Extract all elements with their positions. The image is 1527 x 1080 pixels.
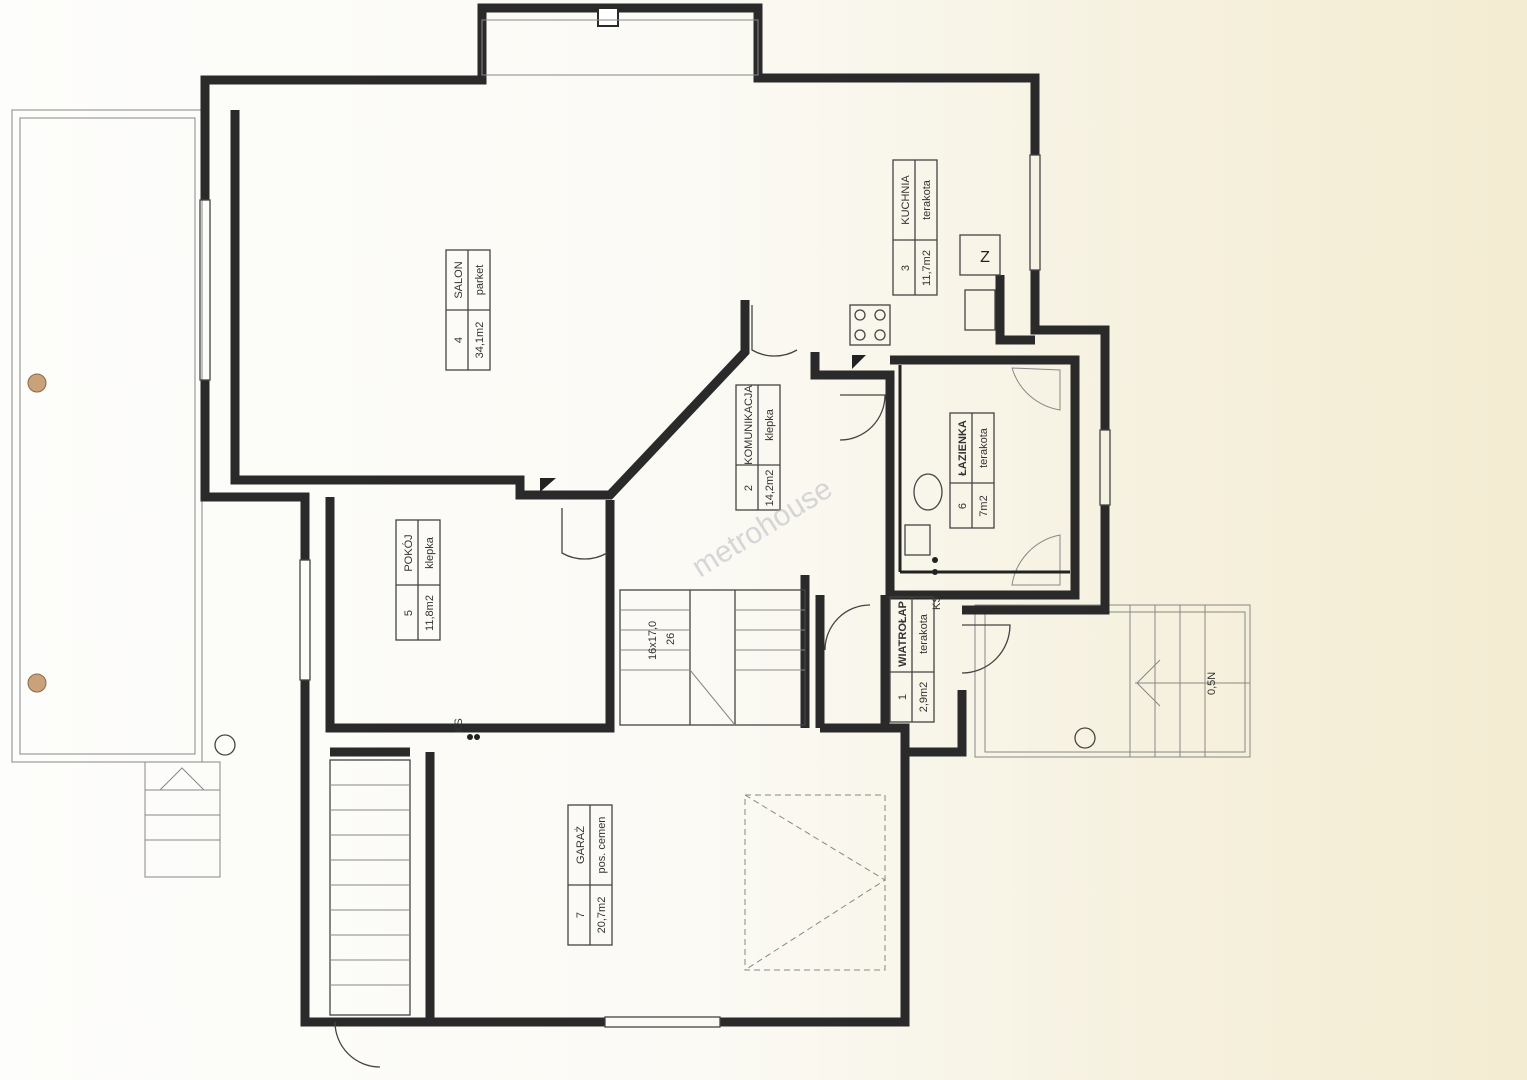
svg-text:KOMUNIKACJA: KOMUNIKACJA bbox=[743, 385, 755, 465]
stove-icon bbox=[849, 304, 891, 346]
watermark: metrohouse bbox=[686, 472, 838, 584]
shower-icon bbox=[1011, 367, 1061, 411]
svg-text:SALON: SALON bbox=[453, 261, 465, 298]
stairs-label: 16x17,0 26 bbox=[647, 621, 677, 660]
windows bbox=[199, 19, 1111, 1028]
bathtub-icon bbox=[1011, 534, 1061, 586]
svg-text:ŁAZIENKA: ŁAZIENKA bbox=[957, 420, 969, 476]
svg-text:terakota: terakota bbox=[918, 613, 930, 654]
svg-text:WIATROŁAP: WIATROŁAP bbox=[897, 601, 909, 667]
svg-text:KUCHNIA: KUCHNIA bbox=[900, 175, 912, 225]
inner-walls bbox=[230, 110, 1080, 1022]
svg-text:terakota: terakota bbox=[921, 179, 933, 220]
garage-door bbox=[744, 794, 886, 971]
svg-text:16x17,0: 16x17,0 bbox=[647, 621, 659, 660]
fixtures bbox=[467, 234, 1070, 740]
chimney-icon bbox=[852, 355, 866, 369]
svg-text:klepka: klepka bbox=[424, 536, 436, 569]
svg-text:pos. cemen: pos. cemen bbox=[596, 817, 608, 874]
svg-text:20,7m2: 20,7m2 bbox=[596, 897, 608, 934]
room-label-salon: 4 SALON 34,1m2 parket bbox=[445, 249, 491, 371]
svg-text:14,2m2: 14,2m2 bbox=[764, 470, 776, 507]
left-terrace bbox=[11, 109, 221, 878]
svg-text:4: 4 bbox=[453, 337, 465, 343]
room-label-komunikacja: 2 KOMUNIKACJA 14,2m2 klepka bbox=[735, 384, 781, 511]
column-marker bbox=[1074, 727, 1096, 749]
svg-text:parket: parket bbox=[474, 265, 486, 296]
right-entrance-stairs bbox=[974, 604, 1251, 758]
room-label-pokoj: 5 POKÓJ 11,8m2 klepka bbox=[395, 519, 441, 641]
svg-text:26: 26 bbox=[665, 633, 677, 645]
fridge-label: Z bbox=[980, 249, 990, 266]
sink-icon bbox=[964, 289, 996, 331]
svg-text:terakota: terakota bbox=[978, 427, 990, 468]
svg-text:2,9m2: 2,9m2 bbox=[918, 682, 930, 713]
svg-text:1: 1 bbox=[897, 694, 909, 700]
svg-text:7: 7 bbox=[575, 912, 587, 918]
column-marker bbox=[214, 734, 236, 756]
interior-stairs bbox=[619, 589, 806, 726]
pin-icon bbox=[27, 373, 47, 393]
svg-text:klepka: klepka bbox=[764, 408, 776, 441]
ks-label: KS bbox=[931, 595, 943, 610]
garage-stairs bbox=[329, 759, 411, 1016]
outer-walls bbox=[200, 3, 1110, 1027]
fridge-icon bbox=[959, 234, 1001, 276]
room-label-lazienka: 6 ŁAZIENKA 7m2 terakota bbox=[949, 412, 995, 529]
chimney-icon bbox=[540, 478, 556, 492]
svg-text:11,7m2: 11,7m2 bbox=[921, 250, 933, 286]
svg-text:11,8m2: 11,8m2 bbox=[424, 595, 436, 631]
doors bbox=[334, 305, 1011, 1068]
svg-text:6: 6 bbox=[957, 503, 969, 509]
svg-text:POKÓJ: POKÓJ bbox=[402, 534, 415, 571]
room-label-kuchnia: 3 KUCHNIA 11,7m2 terakota bbox=[892, 159, 938, 296]
room-label-garaz: 7 GARAŻ 20,7m2 pos. cemen bbox=[567, 804, 613, 946]
washbasin-icon bbox=[904, 524, 931, 556]
svg-text:2: 2 bbox=[743, 485, 755, 491]
pin-icon bbox=[27, 673, 47, 693]
ks-label: KS bbox=[453, 718, 465, 733]
toilet-icon bbox=[913, 473, 943, 511]
room-label-wiatrolap: 1 WIATROŁAP 2,9m2 terakota bbox=[889, 596, 935, 723]
svg-text:5: 5 bbox=[403, 610, 415, 616]
svg-text:34,1m2: 34,1m2 bbox=[474, 322, 486, 359]
svg-text:GARAŻ: GARAŻ bbox=[574, 826, 587, 864]
svg-text:3: 3 bbox=[900, 265, 912, 271]
svg-text:7m2: 7m2 bbox=[978, 495, 990, 516]
outer-stairs-label: 0,5N bbox=[1206, 672, 1218, 695]
